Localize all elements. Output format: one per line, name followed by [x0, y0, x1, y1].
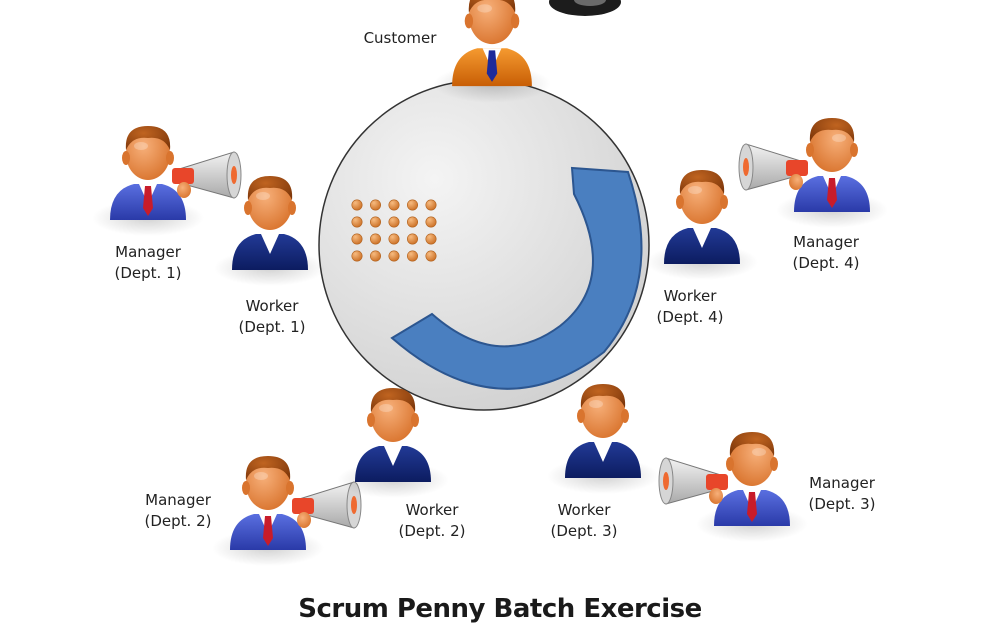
person-label-manager-dept-2: Manager (Dept. 2): [145, 490, 212, 532]
person-label-worker-dept-1: Worker (Dept. 1): [239, 296, 306, 338]
role-label: Manager: [145, 491, 211, 509]
penny-icon: [425, 233, 437, 245]
penny-icon: [351, 250, 363, 262]
penny-icon: [406, 250, 418, 262]
cycle-arrow-icon: [390, 166, 643, 390]
manager-megaphone-icon: [738, 118, 888, 228]
customer-person-icon: [433, 0, 551, 103]
diagram-title: Scrum Penny Batch Exercise: [298, 594, 702, 624]
worker-person-icon: [214, 176, 326, 286]
person-label-manager-dept-4: Manager (Dept. 4): [793, 232, 860, 274]
penny-icon: [425, 199, 437, 211]
person-label-worker-dept-4: Worker (Dept. 4): [657, 286, 724, 328]
megaphone-icon: [658, 457, 728, 505]
role-label: Worker: [405, 501, 459, 519]
worker-person-icon: [337, 388, 449, 498]
dept-label: (Dept. 1): [238, 318, 306, 336]
megaphone-icon: [172, 151, 242, 199]
penny-icon: [388, 233, 400, 245]
penny-icon: [351, 199, 363, 211]
penny-icon: [369, 216, 381, 228]
person-label-worker-dept-3: Worker (Dept. 3): [551, 500, 618, 542]
worker-person-icon: [646, 170, 758, 280]
megaphone-icon: [292, 481, 362, 529]
dept-label: (Dept. 4): [792, 254, 860, 272]
penny-icon: [406, 199, 418, 211]
person-label-manager-dept-3: Manager (Dept. 3): [809, 473, 876, 515]
megaphone-icon: [738, 143, 808, 191]
penny-icon: [369, 199, 381, 211]
penny-icon: [425, 250, 437, 262]
dept-label: (Dept. 1): [114, 264, 182, 282]
dept-label: (Dept. 4): [656, 308, 724, 326]
dept-label: (Dept. 3): [550, 522, 618, 540]
penny-icon: [425, 216, 437, 228]
role-label: Worker: [557, 501, 611, 519]
role-label: Customer: [363, 29, 437, 47]
dept-label: (Dept. 2): [398, 522, 466, 540]
manager-megaphone-icon: [92, 126, 242, 236]
penny-icon: [351, 233, 363, 245]
role-label: Manager: [793, 233, 859, 251]
manager-megaphone-icon: [658, 432, 808, 542]
penny-icon: [406, 233, 418, 245]
penny-icon: [406, 216, 418, 228]
penny-icon: [388, 216, 400, 228]
role-label: Worker: [663, 287, 717, 305]
penny-icon: [369, 233, 381, 245]
person-label-customer: Customer: [364, 28, 437, 49]
role-label: Worker: [245, 297, 299, 315]
role-label: Manager: [809, 474, 875, 492]
penny-icon: [369, 250, 381, 262]
worker-person-icon: [547, 384, 659, 494]
penny-icon: [351, 216, 363, 228]
penny-batch: [351, 199, 437, 262]
penny-icon: [388, 250, 400, 262]
penny-icon: [388, 199, 400, 211]
dept-label: (Dept. 3): [808, 495, 876, 513]
manager-megaphone-icon: [212, 456, 362, 566]
dept-label: (Dept. 2): [144, 512, 212, 530]
person-label-worker-dept-2: Worker (Dept. 2): [399, 500, 466, 542]
process-cycle: [318, 79, 650, 411]
role-label: Manager: [115, 243, 181, 261]
person-label-manager-dept-1: Manager (Dept. 1): [115, 242, 182, 284]
cropped-person-icon: [549, 0, 621, 16]
